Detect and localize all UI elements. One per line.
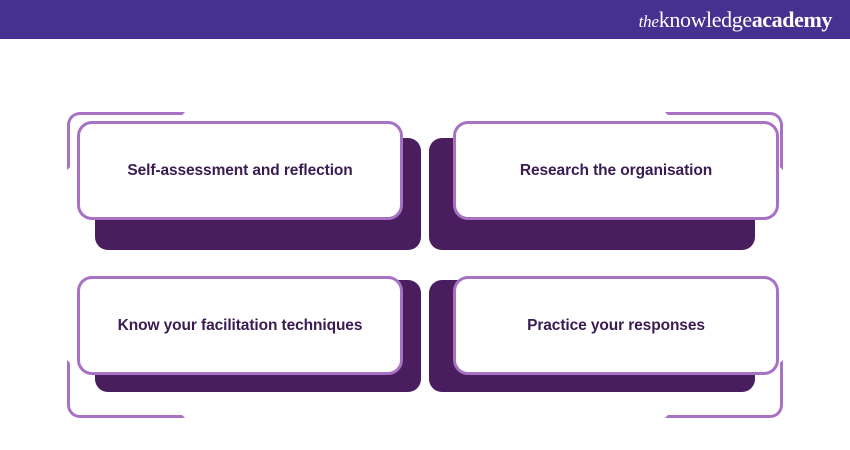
the-knowledge-academy-logo[interactable]: theknowledgeacademy (638, 6, 833, 32)
logo-text-knowledge: knowledge (658, 6, 752, 32)
card-bracket-outline-top-right (665, 112, 783, 170)
card-panel[interactable]: Research the organisation (453, 121, 779, 220)
header-bar: theknowledgeacademy (0, 0, 850, 39)
card-practice-your-responses[interactable]: Practice your responses (429, 260, 792, 425)
card-label: Practice your responses (527, 316, 705, 334)
card-bracket-outline-bottom-right (665, 360, 783, 418)
card-bracket-outline-bottom-left (67, 360, 185, 418)
card-panel[interactable]: Know your facilitation techniques (77, 276, 403, 375)
card-know-your-facilitation-techniques[interactable]: Know your facilitation techniques (58, 260, 421, 425)
card-panel[interactable]: Practice your responses (453, 276, 779, 375)
logo-text-academy: academy (751, 6, 833, 32)
logo-text-the: the (638, 11, 659, 31)
card-label: Self-assessment and reflection (127, 161, 353, 179)
card-panel[interactable]: Self-assessment and reflection (77, 121, 403, 220)
card-research-the-organisation[interactable]: Research the organisation (429, 105, 792, 270)
card-label: Research the organisation (519, 161, 713, 179)
card-bracket-outline-top-left (67, 112, 185, 170)
card-self-assessment-and-reflection[interactable]: Self-assessment and reflection (58, 105, 421, 270)
cards-grid: Self-assessment and reflection Research … (0, 39, 850, 450)
card-label: Know your facilitation techniques (117, 316, 363, 334)
